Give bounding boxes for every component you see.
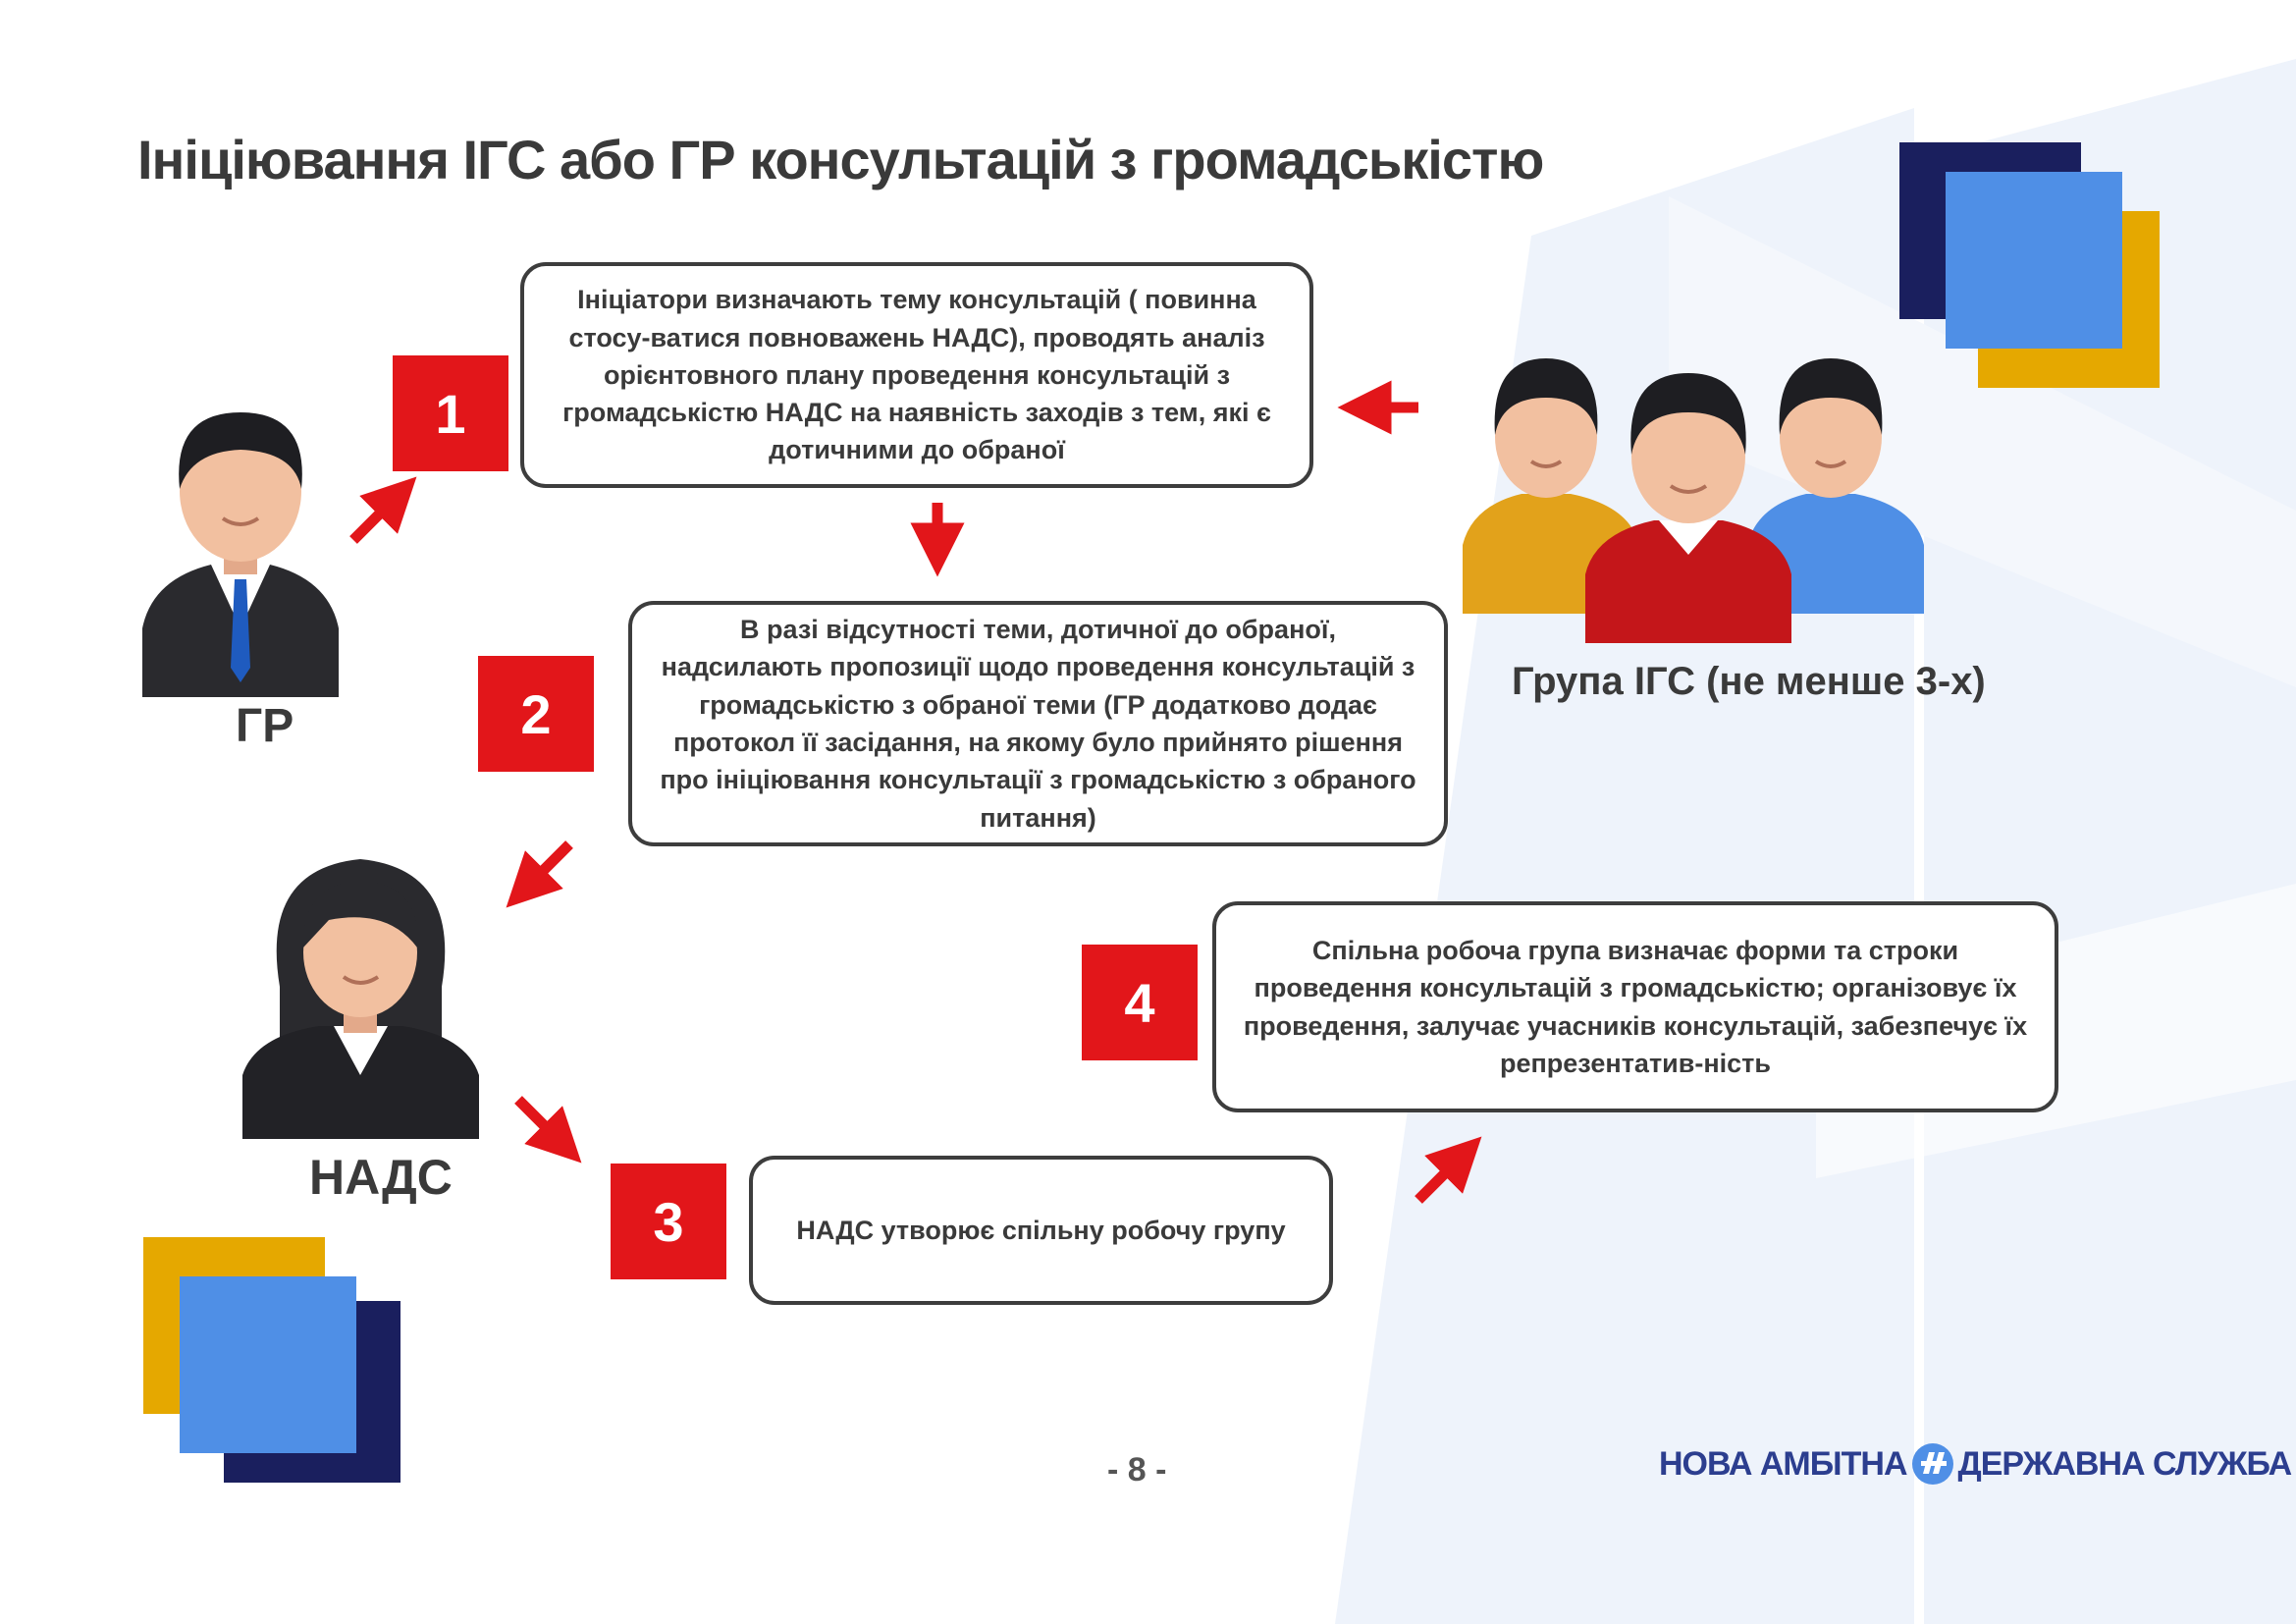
gr-label: ГР [236, 700, 294, 752]
man-avatar-icon [142, 412, 339, 697]
logo-mark-icon [1911, 1443, 1953, 1485]
arrow-icon [349, 476, 417, 544]
step-2-number: 2 [478, 656, 594, 772]
woman-avatar-icon [242, 859, 479, 1139]
step-1-text: Ініціатори визначають тему консультацій … [562, 285, 1271, 465]
arrow-icon [1415, 1136, 1482, 1204]
step-4-box: Спільна робоча група визначає форми та с… [1212, 901, 2058, 1112]
step-2-box: В разі відсутності теми, дотичної до обр… [628, 601, 1448, 846]
logo-left-text: НОВА АМБІТНА [1659, 1444, 1907, 1483]
step-3-text: НАДС утворює спільну робочу групу [796, 1215, 1286, 1245]
step-1-box: Ініціатори визначають тему консультацій … [520, 262, 1313, 488]
page-number: - 8 - [1107, 1451, 1167, 1489]
step-1-number: 1 [393, 355, 508, 471]
arrow-icon [506, 840, 573, 908]
group-avatar-icon [1463, 358, 1924, 643]
logo-right-text: ДЕРЖАВНА СЛУЖБА [1957, 1444, 2293, 1483]
arrow-icon [514, 1096, 582, 1164]
step-4-number: 4 [1082, 945, 1198, 1060]
step-3-box: НАДС утворює спільну робочу групу [749, 1156, 1333, 1305]
page-title: Ініціювання ІГС або ГР консультацій з гр… [137, 129, 1544, 190]
footer-logo: НОВА АМБІТНА ДЕРЖАВНА СЛУЖБА [1659, 1438, 2293, 1489]
step-3-number: 3 [611, 1164, 726, 1279]
nads-label: НАДС [309, 1150, 453, 1205]
igs-group-label: Група ІГС (не менше 3-х) [1512, 660, 1986, 703]
step-4-text: Спільна робоча група визначає форми та с… [1243, 935, 2028, 1078]
step-2-text: В разі відсутності теми, дотичної до обр… [660, 615, 1416, 833]
